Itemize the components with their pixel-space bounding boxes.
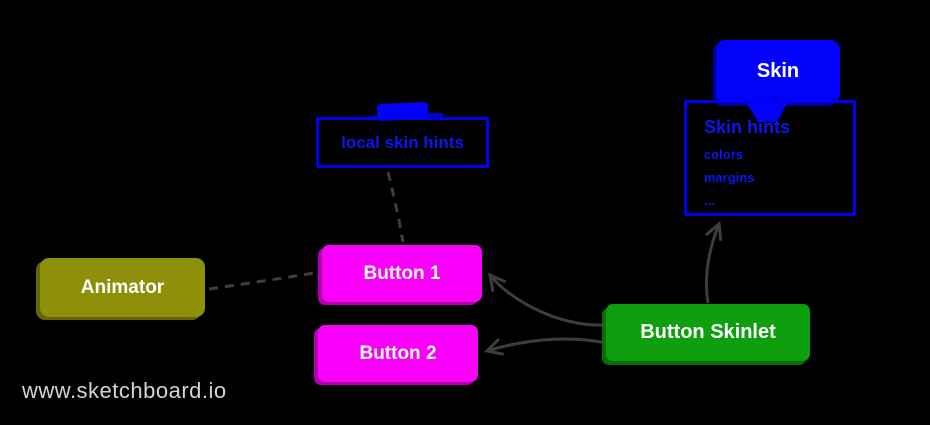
node-button2[interactable]: Button 2	[318, 325, 478, 382]
skin-hints-item-colors: colors	[704, 148, 744, 162]
sketchboard-watermark: www.sketchboard.io	[22, 378, 227, 403]
button1-label: Button 1	[363, 262, 441, 284]
node-skin-hints[interactable]: Skin hints colors margins ...	[684, 100, 856, 216]
animator-label: Animator	[80, 276, 165, 298]
button2-label: Button 2	[359, 342, 437, 364]
node-skin[interactable]: Skin	[716, 40, 840, 103]
node-button1[interactable]: Button 1	[322, 245, 482, 302]
button-skinlet-label: Button Skinlet	[640, 321, 776, 343]
local-skin-hints-label: local skin hints	[341, 132, 464, 152]
node-button-skinlet[interactable]: Button Skinlet	[606, 304, 810, 361]
skin-hints-item-margins: margins	[704, 171, 755, 185]
edge-animator-to-button1[interactable]	[208, 270, 321, 291]
edge-skinlet-to-skin-hints[interactable]	[704, 221, 723, 304]
edge-skinlet-to-button1[interactable]	[488, 272, 607, 327]
node-animator[interactable]: Animator	[40, 258, 205, 317]
node-local-skin-hints[interactable]: local skin hints	[316, 117, 489, 168]
skin-hints-title: Skin hints	[704, 117, 791, 137]
skin-hints-item-ellipsis: ...	[704, 194, 716, 208]
edge-local-skin-hints-to-button1[interactable]	[386, 171, 405, 243]
skin-label: Skin	[756, 60, 800, 82]
edge-skinlet-to-button2[interactable]	[483, 337, 607, 356]
